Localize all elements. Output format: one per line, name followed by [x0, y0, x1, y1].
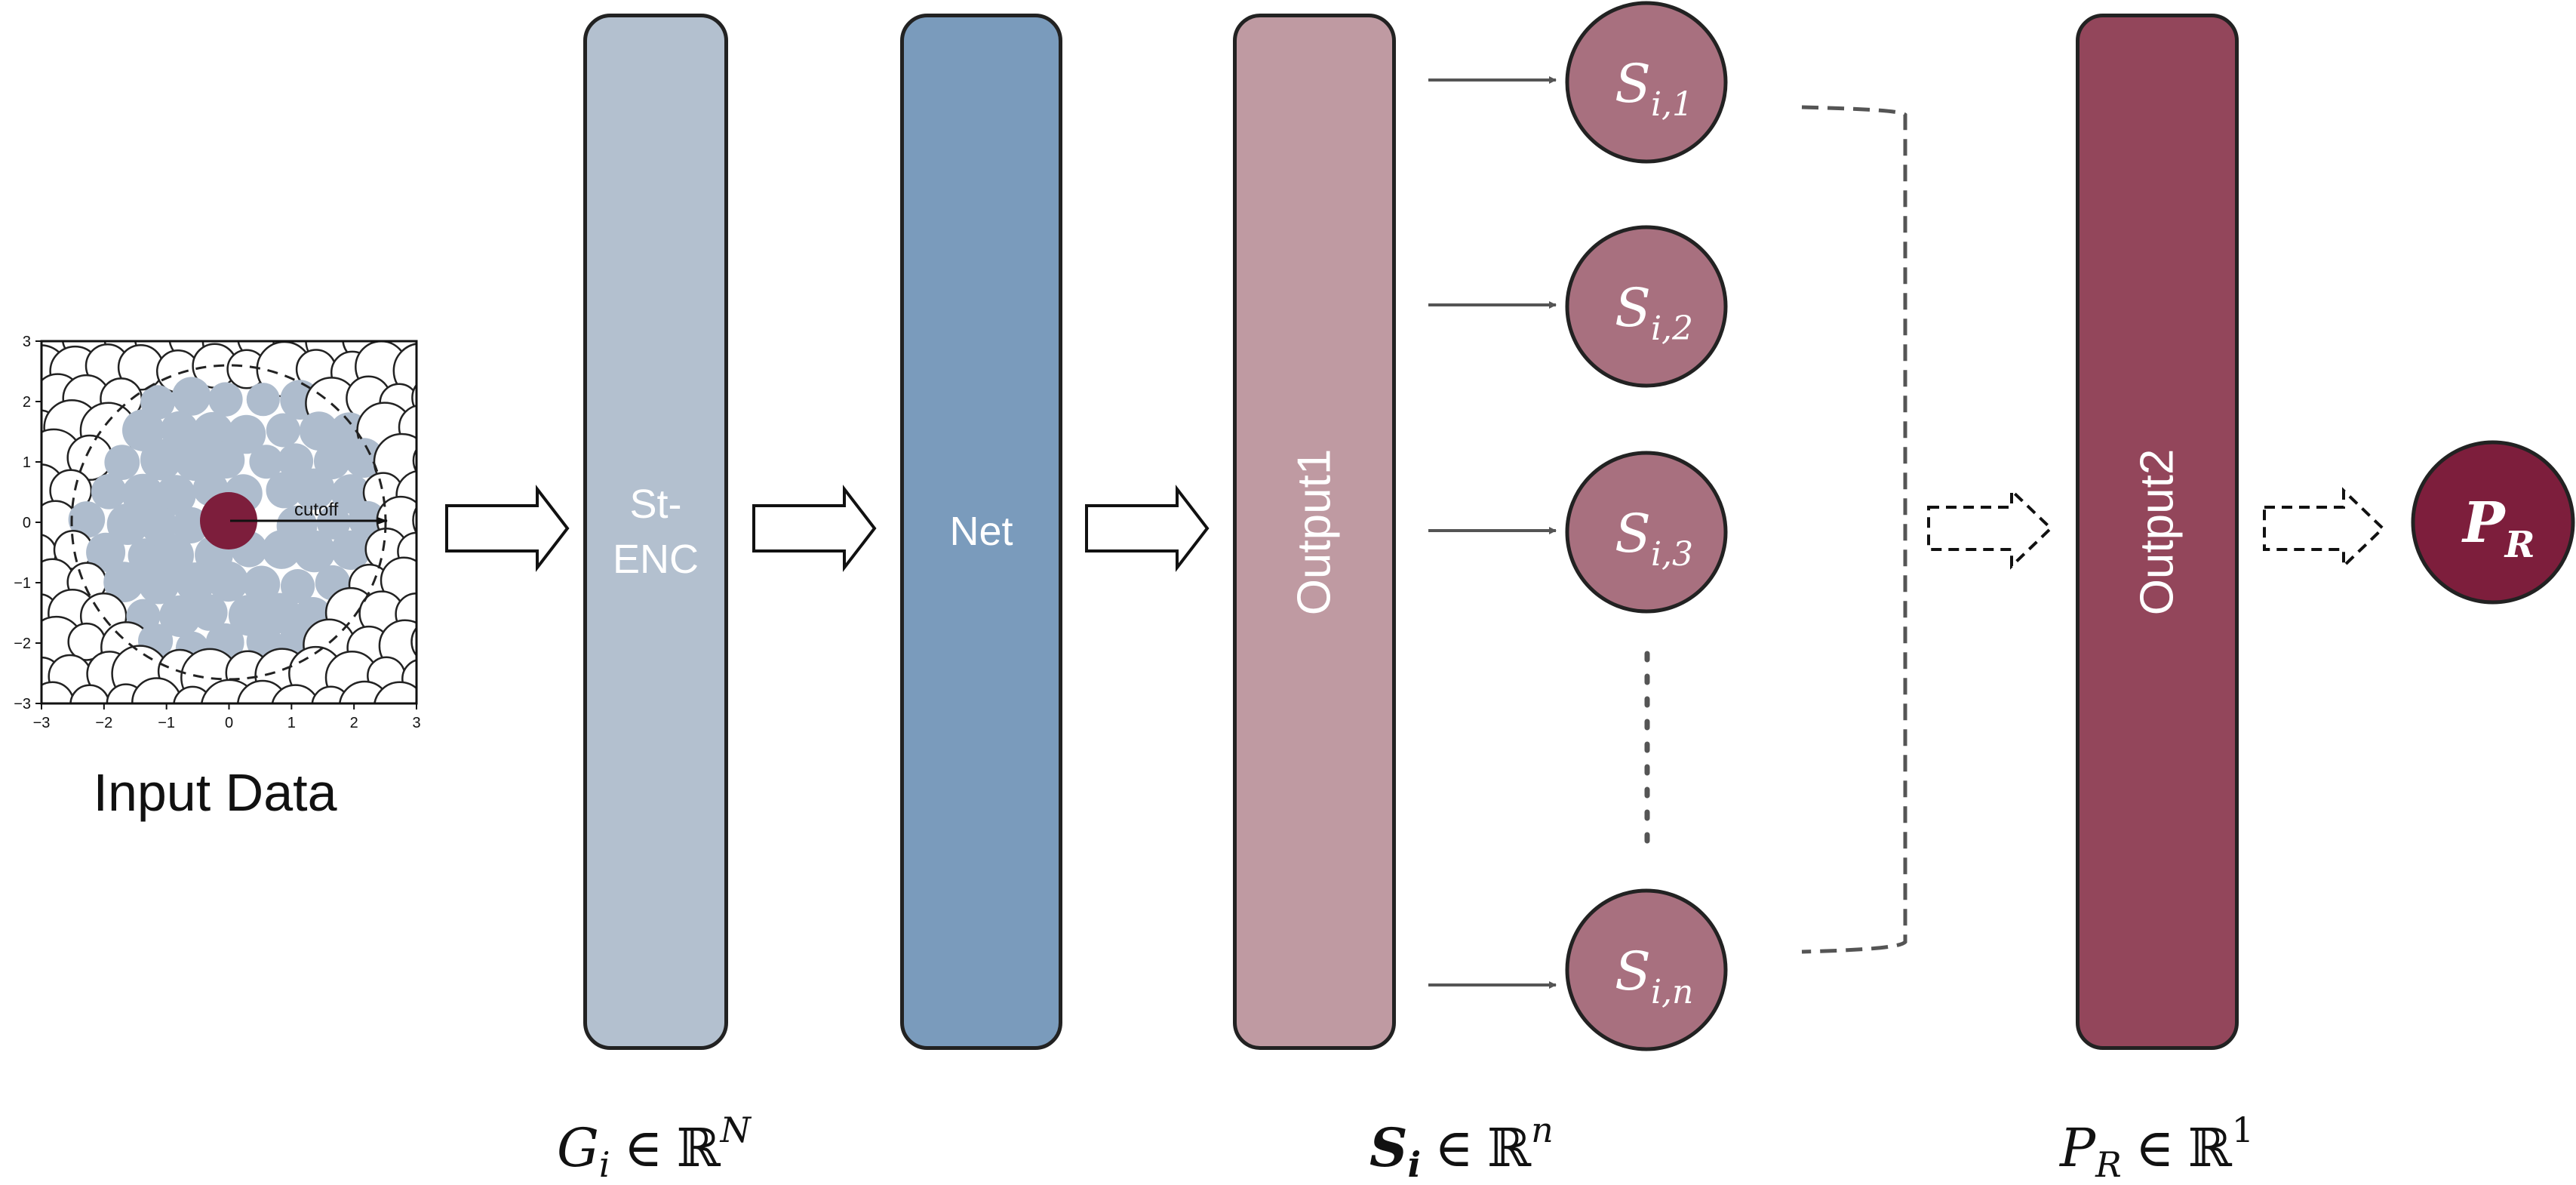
x-tick-label: 3 [412, 715, 420, 731]
svg-text:Si,2: Si,2 [1615, 277, 1693, 348]
outer-particle [271, 684, 320, 703]
svg-text:PR: PR [2461, 491, 2535, 566]
neighbor-particle [316, 506, 351, 540]
s-space-label: Si∈ℝn [1369, 1110, 1554, 1185]
dashed-arrow-2 [2263, 487, 2385, 570]
outer-particle [411, 383, 417, 412]
neighbor-particle [299, 411, 339, 451]
x-tick-label: 0 [225, 715, 233, 731]
neighbor-particle [138, 562, 180, 605]
st-enc-label-line1: St- [629, 481, 682, 527]
y-tick-label: −3 [14, 696, 31, 713]
net-block: Net [900, 14, 1062, 1050]
outer-particle [410, 626, 417, 657]
pr-output-node: PR [2411, 440, 2575, 605]
neighbor-particle [314, 443, 350, 480]
neighbor-particle [175, 562, 216, 602]
net-label: Net [949, 509, 1013, 555]
st-enc-label-line2: ENC [612, 536, 699, 582]
neighbor-particle [104, 445, 140, 480]
outer-particle [236, 679, 289, 703]
particle-field [41, 341, 417, 703]
dashed-arrow-1 [1927, 487, 2053, 570]
neighbor-particle [160, 411, 198, 449]
neighbor-particle [260, 592, 300, 633]
neighbor-particle [266, 413, 300, 448]
outer-particle [412, 448, 417, 473]
neighbor-particle [330, 530, 371, 571]
neighbor-particle [243, 565, 281, 603]
st-enc-block: St- ENC [583, 14, 728, 1050]
neighbor-particle [293, 468, 335, 510]
p-space-label: PR∈ℝ1 [2058, 1110, 2254, 1185]
neighbor-particle [155, 475, 196, 516]
y-tick-label: −1 [14, 575, 31, 592]
g-space-label: Gi∈ℝN [557, 1110, 752, 1185]
x-tick-label: 2 [350, 715, 358, 731]
s-node-2: Si,2 [1565, 225, 1728, 388]
neighbor-particle [190, 594, 228, 631]
input-data-caption: Input Data [93, 763, 337, 822]
neighbor-particle [208, 382, 243, 417]
x-tick-label: 1 [287, 715, 296, 731]
flow-arrow-2 [752, 485, 877, 572]
neighbor-particle [262, 530, 302, 569]
y-tick-label: 0 [23, 515, 31, 531]
s-node-3: Si,3 [1565, 451, 1728, 614]
x-tick-label: −2 [95, 715, 112, 731]
neighbor-particle [171, 377, 211, 416]
neighbor-particle [91, 474, 127, 509]
s-node-n: Si,n [1565, 888, 1728, 1051]
y-tick-label: −2 [14, 636, 31, 652]
neighbor-particle [226, 414, 266, 454]
svg-text:Si,3: Si,3 [1615, 503, 1693, 574]
neighbor-particle [174, 440, 215, 481]
outer-particle [373, 681, 417, 703]
input-data-plot: cutoff −3 −2 −1 0 1 2 3 3 2 1 0 −1 −2 −3 [14, 334, 420, 731]
neighbor-particle [207, 442, 245, 479]
svg-text:Si,1: Si,1 [1615, 53, 1693, 124]
center-particle [200, 492, 257, 549]
neighbor-particle [246, 383, 280, 417]
output2-block: Output2 [2076, 14, 2239, 1050]
x-tick-label: −1 [158, 715, 175, 731]
output1-label: Output1 [1288, 448, 1341, 615]
neighbor-particle [172, 506, 209, 544]
outer-particle [69, 684, 110, 703]
neighbor-particle [68, 501, 106, 538]
neighbor-particle [266, 472, 303, 509]
output1-block: Output1 [1233, 14, 1396, 1050]
neighbor-particle [294, 530, 336, 573]
svg-text:Si,n: Si,n [1615, 940, 1693, 1011]
neighbor-particle [106, 503, 149, 545]
neighbor-particle [281, 569, 315, 604]
output2-label: Output2 [2131, 448, 2184, 615]
dashed-bracket [1801, 105, 1907, 954]
s-node-1: Si,1 [1565, 1, 1728, 164]
outer-particle [415, 341, 417, 346]
cutoff-label: cutoff [294, 500, 339, 520]
plot-axis-ticks: −3 −2 −1 0 1 2 3 3 2 1 0 −1 −2 −3 [14, 334, 420, 731]
neighbor-particle [86, 532, 126, 572]
neighbor-particle [103, 562, 145, 602]
flow-arrow-1 [445, 485, 570, 572]
neighbor-particle [249, 445, 284, 479]
neighbor-particle [140, 439, 182, 481]
neighbor-particle [343, 438, 384, 478]
neighbor-particle [207, 561, 249, 602]
y-tick-label: 3 [23, 334, 31, 350]
y-tick-label: 2 [23, 394, 31, 411]
neighbor-particle [278, 443, 314, 479]
y-tick-label: 1 [23, 454, 31, 471]
neighbor-particle [140, 506, 178, 544]
x-tick-label: −3 [33, 715, 51, 731]
neighbor-particle [159, 595, 201, 638]
flow-arrow-3 [1085, 485, 1210, 572]
